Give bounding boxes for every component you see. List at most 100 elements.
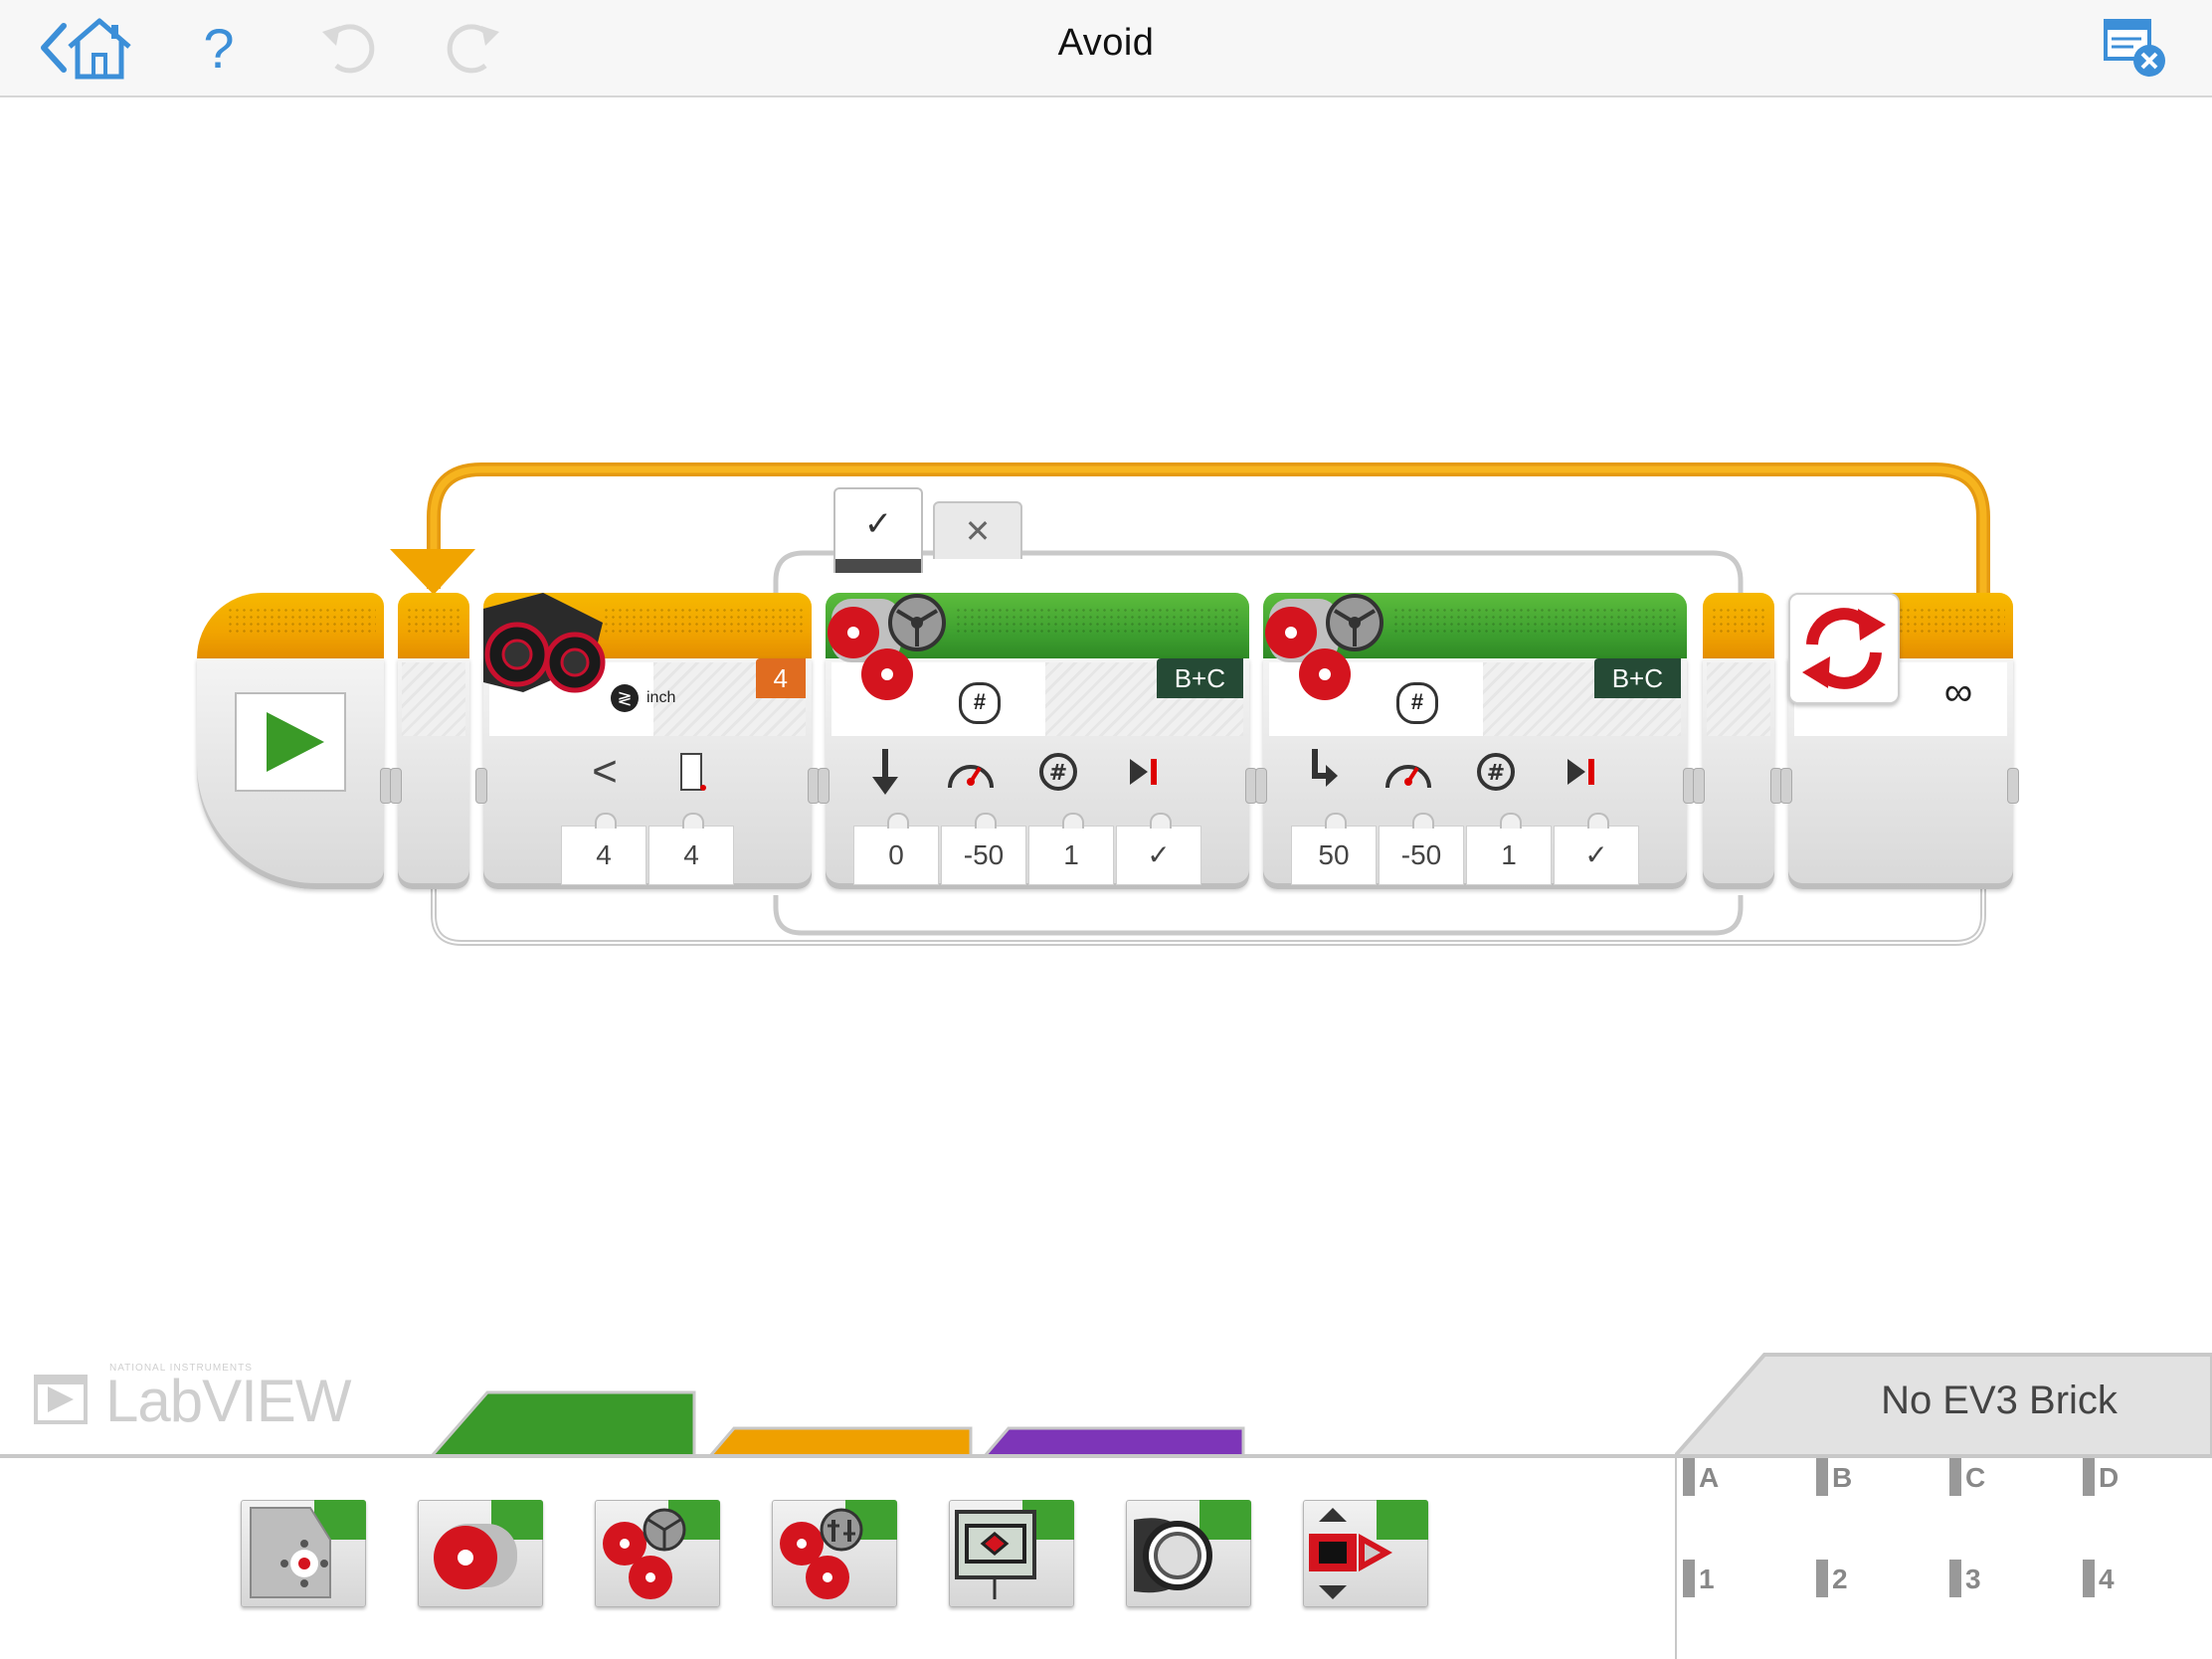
compare-mode-icon: ≷ bbox=[611, 684, 639, 712]
brick-status-panel: No EV3 Brick A B C D 1 2 3 4 bbox=[1675, 1353, 2212, 1659]
loop-outline bbox=[431, 550, 1986, 946]
switch-end-block[interactable] bbox=[1703, 593, 1774, 889]
sensor-port-1[interactable]: 1 bbox=[1699, 1564, 1715, 1594]
brake-value[interactable]: ✓ bbox=[1116, 813, 1201, 885]
palette-tab-action[interactable] bbox=[428, 1390, 696, 1458]
steering-value[interactable]: 0 bbox=[853, 813, 939, 885]
threshold-icon[interactable] bbox=[662, 742, 722, 802]
rotations-value[interactable]: 1 bbox=[1028, 813, 1114, 885]
motor-port-c[interactable]: C bbox=[1965, 1462, 1986, 1493]
move-steering-icon bbox=[826, 593, 955, 717]
loop-mode-unlimited[interactable]: ∞ bbox=[1943, 670, 1973, 714]
brick-status-light-icon bbox=[1309, 1508, 1392, 1599]
port-bar bbox=[2083, 1560, 2095, 1597]
power-gauge-icon bbox=[1379, 742, 1438, 802]
port-bar bbox=[1683, 1560, 1695, 1597]
motor-port-tag[interactable]: B+C bbox=[1156, 658, 1243, 698]
move-steering-block-2[interactable]: B+C # # 50 -50 1 ✓ bbox=[1263, 593, 1687, 889]
sequence-connector bbox=[390, 768, 402, 804]
palette-divider bbox=[0, 1454, 2212, 1458]
palette-medium-motor[interactable] bbox=[241, 1500, 366, 1607]
play-icon[interactable] bbox=[235, 692, 346, 792]
page-title: Avoid bbox=[1057, 22, 1155, 64]
undo-icon[interactable] bbox=[308, 10, 388, 86]
palette-large-motor[interactable] bbox=[418, 1500, 543, 1607]
close-project-icon[interactable] bbox=[2097, 10, 2176, 86]
threshold-value[interactable]: 4 bbox=[648, 813, 734, 885]
sequence-connector bbox=[1693, 768, 1705, 804]
palette-tab-flow[interactable] bbox=[706, 1426, 973, 1458]
motor-port-tag[interactable]: B+C bbox=[1593, 658, 1681, 698]
palette-tabs bbox=[428, 1390, 1245, 1458]
motor-port-b[interactable]: B bbox=[1832, 1462, 1853, 1493]
unit-indicator: ≷ inch bbox=[611, 684, 675, 712]
port-bar bbox=[1683, 1458, 1695, 1496]
switch-false-tab[interactable]: ✕ bbox=[933, 501, 1022, 559]
sequence-connector bbox=[1255, 768, 1267, 804]
sensor-port-3[interactable]: 3 bbox=[1965, 1564, 1981, 1594]
sequence-connector bbox=[475, 768, 487, 804]
sound-icon bbox=[1134, 1518, 1212, 1593]
sensor-port-4[interactable]: 4 bbox=[2099, 1564, 2115, 1594]
chevron-left-icon[interactable] bbox=[14, 10, 93, 86]
brake-icon bbox=[1552, 742, 1611, 802]
top-toolbar: ? Avoid bbox=[0, 0, 2212, 97]
palette-tab-sensor[interactable] bbox=[981, 1426, 1245, 1458]
port-bar bbox=[1949, 1560, 1961, 1597]
sequence-connector bbox=[818, 768, 830, 804]
brake-icon bbox=[1114, 742, 1174, 802]
loop-end-block[interactable]: ∞ bbox=[1788, 593, 2013, 889]
compare-type-selector[interactable]: < bbox=[592, 747, 618, 796]
motor-port-a[interactable]: A bbox=[1699, 1462, 1720, 1493]
brick-connection-status[interactable]: No EV3 Brick bbox=[1881, 1379, 2118, 1422]
move-steering-icon bbox=[1263, 593, 1392, 717]
rotations-icon: # bbox=[1466, 742, 1526, 802]
direction-turn-icon bbox=[1293, 742, 1353, 802]
port-bar bbox=[1949, 1458, 1961, 1496]
palette-brick-status-light[interactable] bbox=[1303, 1500, 1428, 1607]
start-block[interactable] bbox=[197, 593, 384, 889]
help-button[interactable]: ? bbox=[203, 16, 235, 80]
ultrasonic-sensor-icon bbox=[483, 593, 623, 707]
power-gauge-icon bbox=[941, 742, 1001, 802]
direction-straight-icon bbox=[855, 742, 915, 802]
large-motor-icon bbox=[434, 1524, 517, 1589]
rotations-mode-icon[interactable]: # bbox=[959, 682, 1001, 724]
medium-motor-icon bbox=[250, 1507, 331, 1598]
redo-icon[interactable] bbox=[434, 10, 513, 86]
switch-true-tab[interactable]: ✓ bbox=[833, 487, 923, 573]
palette-move-tank[interactable] bbox=[772, 1500, 897, 1607]
sequence-connector bbox=[1780, 768, 1792, 804]
move-steering-block-1[interactable]: B+C # # 0 -50 1 ✓ bbox=[826, 593, 1249, 889]
loop-start-block[interactable] bbox=[398, 593, 469, 889]
rotations-icon: # bbox=[1028, 742, 1088, 802]
port-bar bbox=[1816, 1458, 1828, 1496]
port-bar bbox=[1816, 1560, 1828, 1597]
palette-move-steering[interactable] bbox=[595, 1500, 720, 1607]
rotations-value[interactable]: 1 bbox=[1466, 813, 1552, 885]
port-bar bbox=[2083, 1458, 2095, 1496]
move-tank-icon bbox=[780, 1508, 863, 1599]
home-icon[interactable] bbox=[60, 10, 139, 86]
loop-icon bbox=[1788, 593, 1900, 704]
sensor-port-2[interactable]: 2 bbox=[1832, 1564, 1848, 1594]
sequence-connector bbox=[2007, 768, 2019, 804]
steering-value[interactable]: 50 bbox=[1291, 813, 1377, 885]
brick-panel-frame bbox=[1675, 1353, 2212, 1659]
display-icon bbox=[955, 1510, 1036, 1599]
brake-value[interactable]: ✓ bbox=[1554, 813, 1639, 885]
svg-text:#: # bbox=[1487, 761, 1505, 786]
motor-port-d[interactable]: D bbox=[2099, 1462, 2120, 1493]
palette-sound[interactable] bbox=[1126, 1500, 1251, 1607]
rotations-mode-icon[interactable]: # bbox=[1396, 682, 1438, 724]
move-steering-icon bbox=[603, 1508, 686, 1599]
labview-logo: NATIONAL INSTRUMENTS LabVIEW bbox=[30, 1363, 358, 1436]
svg-text:#: # bbox=[1049, 761, 1067, 786]
labview-logo-icon bbox=[34, 1375, 88, 1424]
compare-value[interactable]: 4 bbox=[561, 813, 646, 885]
power-value[interactable]: -50 bbox=[1379, 813, 1464, 885]
ultrasonic-switch-block[interactable]: 4 ≷ inch < 4 4 bbox=[483, 593, 812, 889]
power-value[interactable]: -50 bbox=[941, 813, 1026, 885]
palette-display[interactable] bbox=[949, 1500, 1074, 1607]
sensor-port-tag[interactable]: 4 bbox=[755, 658, 806, 698]
